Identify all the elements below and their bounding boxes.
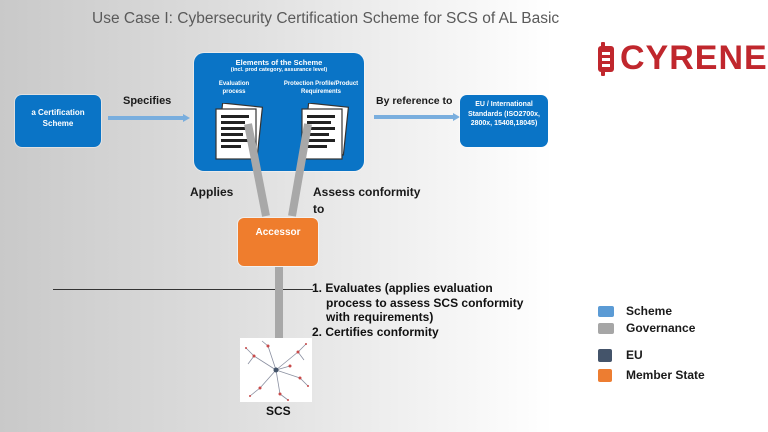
slide-title: Use Case I: Cybersecurity Certification … xyxy=(92,10,560,27)
legend-label-member-state: Member State xyxy=(626,368,705,382)
applies-label: Applies xyxy=(190,185,234,199)
certification-scheme-label: a Certification Scheme xyxy=(31,108,85,128)
legend-swatch-governance xyxy=(598,323,614,334)
accessor-label: Accessor xyxy=(255,227,301,238)
specifies-arrow xyxy=(108,116,184,120)
assess-conformity-label: Assess conformity xyxy=(313,185,421,199)
evaluation-process-label: Evaluation process xyxy=(218,81,250,95)
standards-box: EU / International Standards (ISO2700x, … xyxy=(460,95,548,147)
by-reference-arrow xyxy=(374,115,454,119)
standards-label: EU / International Standards (ISO2700x, … xyxy=(468,101,540,127)
specifies-label: Specifies xyxy=(123,95,172,107)
protection-profile-label: Protection Profile/Product Requirements xyxy=(283,81,359,95)
by-reference-arrowhead-icon xyxy=(453,113,460,121)
legend-label-governance: Governance xyxy=(626,321,696,335)
logo-mark-icon xyxy=(598,42,614,76)
assess-connector xyxy=(288,123,312,217)
protection-profile-document-icon xyxy=(301,103,350,160)
steps-list: 1. Evaluates (applies evaluation process… xyxy=(312,281,523,339)
applies-connector xyxy=(244,123,270,217)
step-line: 2. Certifies conformity xyxy=(312,324,439,339)
scs-label: SCS xyxy=(266,404,291,418)
step-line: with requirements) xyxy=(326,310,434,324)
certification-scheme-box: a Certification Scheme xyxy=(15,95,101,147)
accessor-scs-connector xyxy=(275,267,283,339)
step-line: process to assess SCS conformity xyxy=(326,295,524,310)
governance-connectors xyxy=(244,123,312,217)
assess-conformity-label-2: to xyxy=(313,202,325,216)
specifies-arrowhead-icon xyxy=(183,114,190,122)
scs-network-icon xyxy=(245,340,309,401)
legend-swatch-member-state xyxy=(598,369,612,382)
logo-text: CYRENE xyxy=(620,39,768,77)
cyrene-logo: CYRENE xyxy=(596,38,767,78)
by-reference-label: By reference to xyxy=(376,95,453,107)
legend-label-scheme: Scheme xyxy=(626,304,673,318)
scs-image xyxy=(240,338,312,402)
legend-swatch-eu xyxy=(598,349,612,362)
elements-title: Elements of the Scheme xyxy=(235,58,323,67)
divider-line xyxy=(53,289,313,290)
step-line: 1. Evaluates (applies evaluation xyxy=(312,281,493,295)
legend-swatch-scheme xyxy=(598,306,614,317)
legend-label-eu: EU xyxy=(626,348,643,362)
accessor-box: Accessor xyxy=(238,218,318,266)
elements-subtitle: (incl. prod category, assurance level) xyxy=(230,67,328,73)
